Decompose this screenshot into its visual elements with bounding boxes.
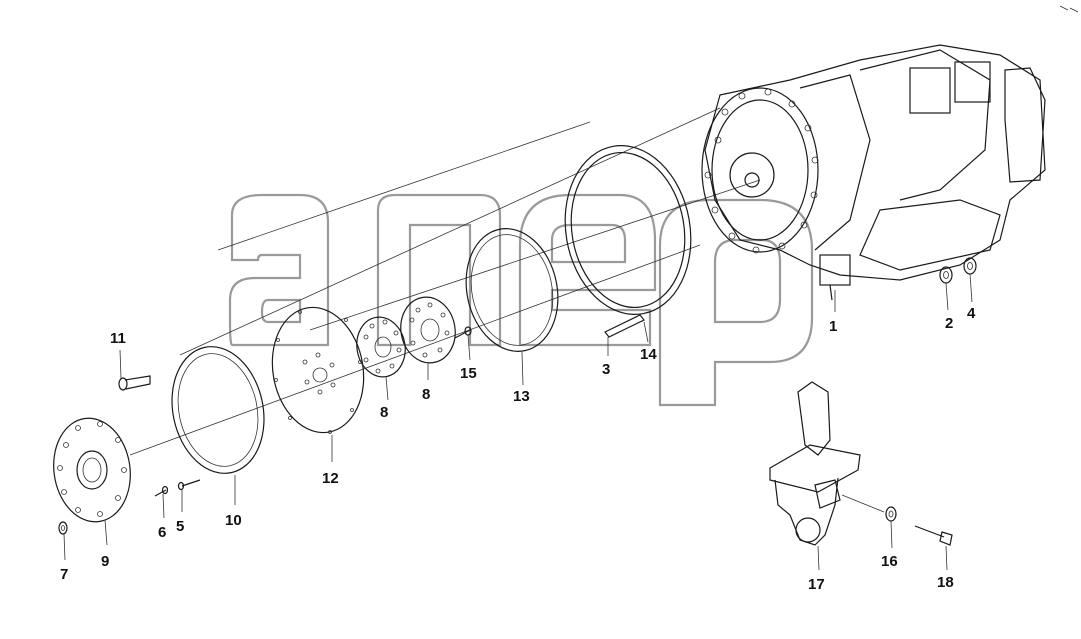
shifter-assembly-17 [769,381,861,546]
callout-5: 5 [176,518,184,535]
callout-15: 15 [460,365,477,382]
callout-8-a: 8 [380,404,388,421]
dowel-pin-3 [604,314,645,338]
washer-16 [885,506,897,522]
gasket-ring-14 [564,145,692,315]
callout-17: 17 [808,576,825,593]
callout-18: 18 [937,574,954,591]
callout-1: 1 [829,318,837,335]
gasket-13 [465,228,559,352]
corner-mark [1059,5,1079,13]
bolt-11 [118,375,151,391]
plate-8-a [400,296,456,364]
washer-7 [58,521,68,535]
callout-16: 16 [881,553,898,570]
callout-6: 6 [158,524,166,541]
callout-11: 11 [110,330,126,347]
transmission-assembly [701,44,1046,301]
callout-10: 10 [225,512,242,529]
bolt-18 [914,525,953,546]
callout-9: 9 [101,553,109,570]
callout-13: 13 [513,388,530,405]
leader-lines [63,273,973,571]
assembly-guide-lines [129,107,761,456]
plate-8-b [356,316,406,378]
washer-2 [939,266,953,284]
callout-2: 2 [945,315,953,332]
watermark-logo [228,193,814,407]
gasket-10 [171,346,265,474]
washer-4 [963,257,977,275]
stud-6 [154,485,169,497]
callout-14: 14 [640,346,657,363]
callout-labels: 1 2 3 4 5 6 7 8 8 9 10 11 12 13 14 15 16… [60,305,976,593]
flexplate-12 [271,306,365,434]
callout-12: 12 [322,470,339,487]
bolt-5 [177,479,201,491]
callout-3: 3 [602,361,610,378]
callout-8-b: 8 [422,386,430,403]
bellhousing-bolt-holes [704,88,819,254]
adapter-flange-9 [53,417,131,523]
callout-7: 7 [60,566,68,583]
callout-4: 4 [967,305,976,322]
